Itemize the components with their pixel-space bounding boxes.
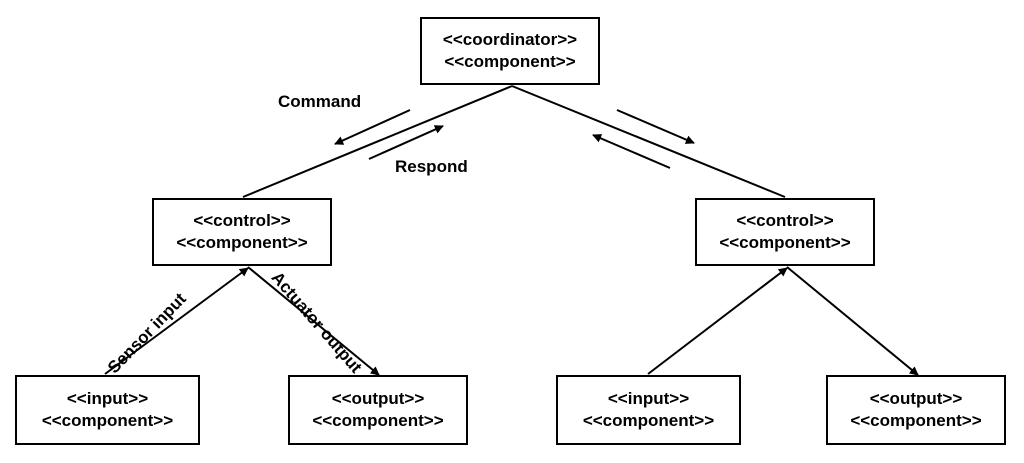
sensor-input-arrow-left <box>104 267 249 375</box>
respond-arrow-right <box>592 134 671 169</box>
output-component-box-left[interactable]: <<output>> <<component>> <box>288 375 468 445</box>
respond-arrow <box>368 125 444 160</box>
link-coordinator-control-right <box>511 85 786 198</box>
input-component-box-left[interactable]: <<input>> <<component>> <box>15 375 200 445</box>
coordinator-component-box[interactable]: <<coordinator>> <<component>> <box>420 17 600 85</box>
coordinator-kind-text: <<component>> <box>444 52 576 71</box>
sensor-input-arrow-right <box>647 267 788 375</box>
input-component-box-right[interactable]: <<input>> <<component>> <box>556 375 741 445</box>
command-label: Command <box>278 92 362 111</box>
command-arrow <box>334 109 411 145</box>
link-coordinator-control-left <box>242 85 513 198</box>
output-right-stereotype-text: <<output>> <box>869 389 963 408</box>
control-right-stereotype-text: <<control>> <box>736 211 834 230</box>
control-component-box-right[interactable]: <<control>> <<component>> <box>695 198 875 266</box>
output-right-kind-text: <<component>> <box>850 411 982 430</box>
respond-label: Respond <box>395 157 468 176</box>
output-component-box-right[interactable]: <<output>> <<component>> <box>826 375 1006 445</box>
input-right-stereotype-text: <<input>> <box>607 389 690 408</box>
output-left-kind-text: <<component>> <box>312 411 444 430</box>
actuator-output-arrow-right <box>786 266 919 376</box>
input-left-kind-text: <<component>> <box>41 411 174 430</box>
control-left-kind-text: <<component>> <box>176 233 308 252</box>
input-left-stereotype-text: <<input>> <box>66 389 149 408</box>
control-right-kind-text: <<component>> <box>719 233 851 252</box>
coordinator-stereotype-text: <<coordinator>> <box>442 30 578 49</box>
output-left-stereotype-text: <<output>> <box>331 389 425 408</box>
control-component-box-left[interactable]: <<control>> <<component>> <box>152 198 332 266</box>
input-right-kind-text: <<component>> <box>582 411 715 430</box>
command-arrow-right <box>616 109 695 144</box>
actuator-output-arrow-left <box>247 266 380 376</box>
control-left-stereotype-text: <<control>> <box>193 211 291 230</box>
